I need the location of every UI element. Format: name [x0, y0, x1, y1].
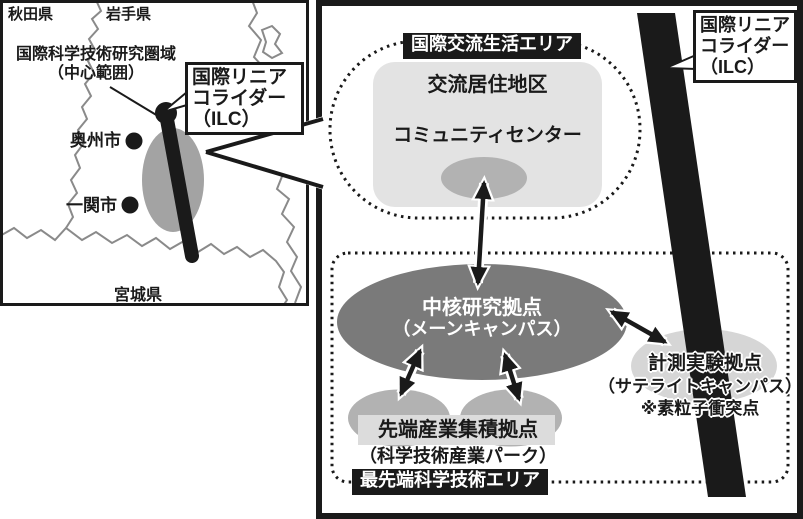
city-label-ichinoseki: 一関市	[66, 196, 117, 215]
core-campus-line1: 中核研究拠点	[422, 297, 542, 319]
living-district-rect	[373, 62, 602, 207]
prefecture-label-miyagi: 宮城県	[114, 287, 163, 304]
tech-area-label: 最先端科学技術エリア	[352, 469, 548, 495]
arrow-core-satellite	[609, 310, 668, 344]
diagram-ilc-callout-line3: （ILC）	[700, 57, 765, 77]
diagram-ilc-callout-line2: コライダー	[700, 36, 790, 56]
map-ilc-callout-line2: コライダー	[192, 88, 287, 109]
prefecture-label-iwate: 岩手県	[106, 6, 152, 23]
ichinoseki-city-marker	[121, 196, 139, 214]
tech-area-dotted-outline	[330, 251, 790, 484]
arrow-core-industry-right	[501, 352, 523, 402]
core-campus-line2: （メーンキャンパス）	[392, 319, 572, 339]
connection-arrows	[398, 180, 668, 402]
diagram-ilc-callout-box: 国際リニア コライダー （ILC）	[693, 10, 797, 83]
industry-line2: （科学技術産業パーク）	[359, 446, 557, 466]
diagram-ilc-callout-line1: 国際リニア	[700, 15, 790, 35]
oshu-city-marker	[125, 132, 143, 150]
arrow-core-industry-left	[398, 348, 423, 397]
map-ilc-callout-line3: （ILC）	[192, 109, 261, 130]
living-district-label: 交流居住地区	[427, 74, 548, 96]
map-ilc-callout-line1: 国際リニア	[192, 67, 288, 88]
satellite-line2: （サテライトキャンパス）	[598, 377, 802, 396]
industry-label-band	[358, 415, 555, 445]
zone-label-line2: （中心範囲）	[47, 65, 144, 82]
map-ilc-callout-box: 国際リニア コライダー （ILC）	[185, 62, 304, 135]
community-center-label: コミュニティセンター	[393, 125, 582, 146]
map-ilc-bar	[159, 107, 199, 263]
city-label-oshu: 奥州市	[70, 131, 121, 150]
zone-label-line1: 国際科学技術研究圏域	[15, 46, 176, 63]
satellite-line3: ※素粒子衝突点	[640, 399, 760, 418]
industry-line1: 先端産業集積拠点	[378, 419, 538, 441]
zone-label-pointer-line	[109, 86, 159, 117]
diagram-ilc-bar	[637, 13, 746, 497]
arrow-community-core	[470, 180, 492, 286]
satellite-line1: 計測実験拠点	[647, 353, 762, 374]
prefecture-label-akita: 秋田県	[8, 6, 54, 23]
living-area-label: 国際交流生活エリア	[403, 33, 581, 59]
